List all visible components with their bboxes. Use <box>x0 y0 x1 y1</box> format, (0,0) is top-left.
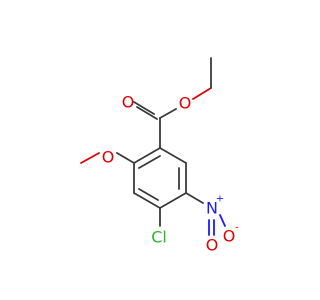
bond-n-o-minus <box>219 214 226 227</box>
nitro-nitrogen-charge: + <box>216 194 224 205</box>
ring-bond-c3-c4 <box>159 192 187 209</box>
methoxy-group <box>80 152 135 164</box>
ester-group <box>133 57 212 149</box>
structure-diagram: O O O Cl N + O - O <box>80 57 239 255</box>
bond-carbonyl-c-o-dbl-b <box>133 101 155 115</box>
nitro-nitrogen-label: N <box>206 199 218 218</box>
methoxy-oxygen-label: O <box>102 148 115 167</box>
nitro-group <box>185 192 226 236</box>
carbonyl-oxygen-label: O <box>122 93 135 112</box>
bond-carbonyl-c-ester-o <box>159 108 177 119</box>
ring-bond-c1-c6-inner <box>138 155 161 169</box>
nitro-oxygen-minus-charge: - <box>235 223 239 234</box>
ester-oxygen-label: O <box>179 94 192 113</box>
bond-ester-o-ch2 <box>192 87 212 100</box>
nitro-oxygen-minus-label: O <box>223 227 236 246</box>
ring-bond-c4-c5-inner <box>138 188 159 201</box>
ring-bond-c4-c5 <box>133 192 161 209</box>
chlorine-label: Cl <box>151 228 167 247</box>
bond-c6-methoxy-o <box>116 152 135 164</box>
ring-bond-c1-c2 <box>159 147 187 164</box>
benzene-ring <box>133 147 187 209</box>
bond-c3-n <box>185 192 204 204</box>
ring-bond-c1-c6 <box>133 147 161 164</box>
nitro-oxygen-double-label: O <box>206 236 219 255</box>
bond-methoxy-o-ch3 <box>80 152 100 164</box>
bond-carbonyl-c-o-dbl-a <box>136 106 158 120</box>
